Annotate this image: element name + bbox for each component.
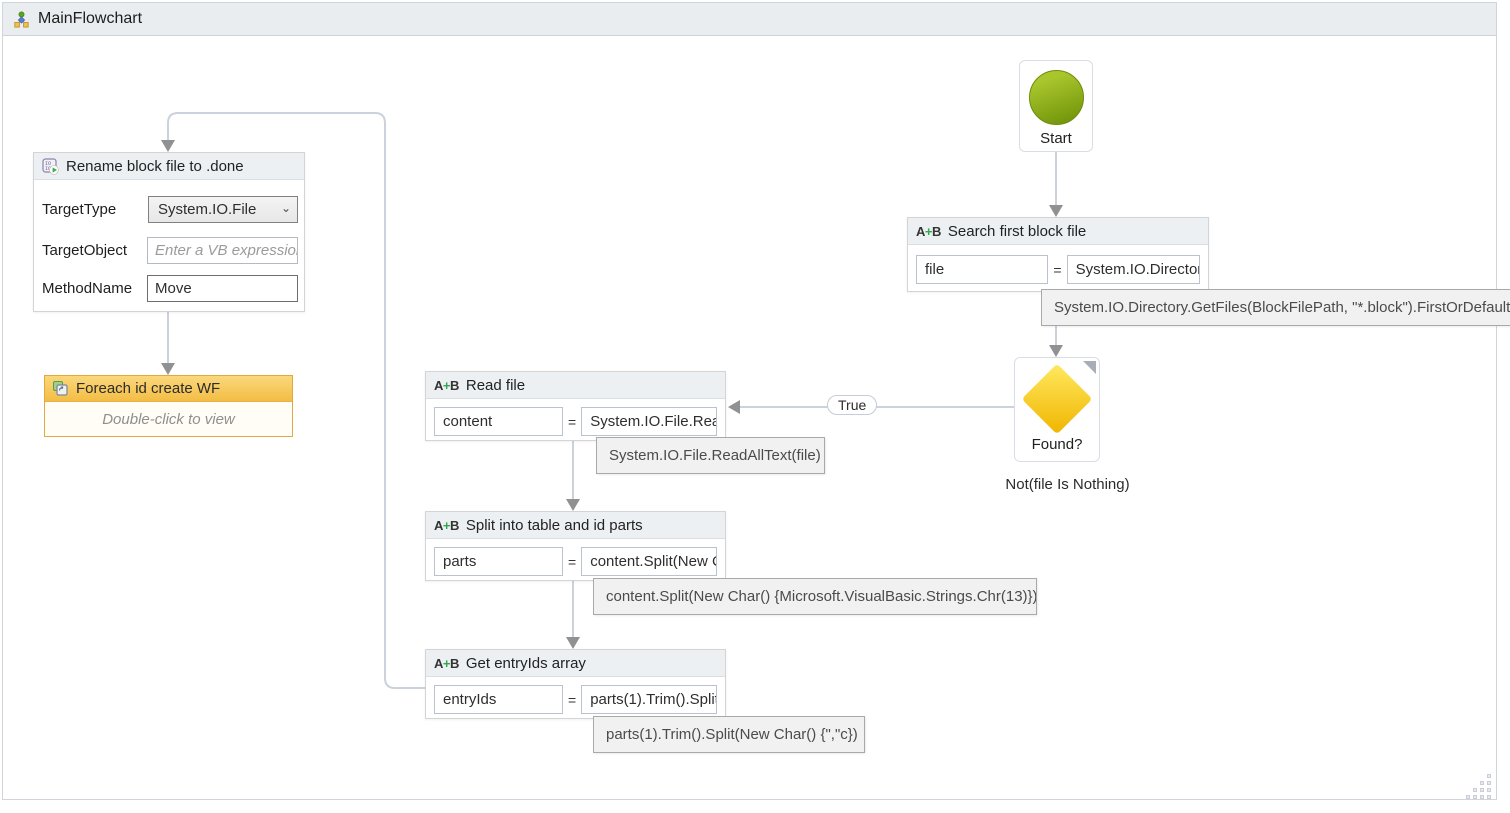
assign-icon: A+B [434,655,459,671]
tooltip-read-expression: System.IO.File.ReadAllText(file) [596,437,825,474]
activity-header: Foreach id create WF [45,376,292,402]
tooltip-split-expression: content.Split(New Char() {Microsoft.Visu… [593,578,1037,615]
corner-fold-icon [1083,361,1096,374]
assign-value-field[interactable]: content.Split(New Char() {Microsoft.Visu… [581,547,717,576]
target-type-label: TargetType [42,201,117,218]
assign-to-field[interactable]: file [916,255,1049,284]
method-name-field[interactable]: Move [147,275,298,302]
activity-title: Search first block file [947,222,1087,240]
page-title: MainFlowchart [38,10,143,27]
activity-foreach-id-create-wf[interactable]: Foreach id create WF Double-click to vie… [44,375,293,437]
equals-sign: = [1053,261,1062,278]
target-object-field[interactable]: Enter a VB expression [147,237,298,264]
equals-sign: = [568,553,577,570]
activity-search-first-block-file[interactable]: A+B Search first block file file = Syste… [907,217,1209,292]
invoke-method-icon: IO IO [42,157,59,175]
resize-grip[interactable] [1466,774,1493,801]
assign-value-field[interactable]: parts(1).Trim().Split(New Char() {","c}) [581,685,717,714]
decision-condition-text: Not(file Is Nothing) [1005,476,1130,493]
assign-to-field[interactable]: content [434,407,564,436]
assign-value-field[interactable]: System.IO.Directory.GetFiles(BlockFilePa… [1066,255,1200,284]
activity-split-into-parts[interactable]: A+B Split into table and id parts parts … [425,511,726,581]
tooltip-search-expression: System.IO.Directory.GetFiles(BlockFilePa… [1041,289,1510,326]
target-object-label: TargetObject [42,242,128,259]
start-circle-icon [1028,70,1084,125]
assign-icon: A+B [434,517,459,533]
activity-rename-block-file[interactable]: IO IO Rename block file to .done TargetT… [33,152,305,312]
method-name-value: Move [155,280,192,297]
method-name-label: MethodName [42,280,133,297]
activity-title: Foreach id create WF [76,380,221,397]
activity-title: Split into table and id parts [465,516,643,534]
activity-header: A+B Split into table and id parts [426,512,725,539]
activity-read-file[interactable]: A+B Read file content = System.IO.File.R… [425,371,726,441]
target-object-row: TargetObject Enter a VB expression [42,237,298,264]
assign-icon: A+B [434,377,459,393]
tooltip-getentry-expression: parts(1).Trim().Split(New Char() {","c}) [593,716,865,753]
target-type-value: System.IO.File [158,201,257,218]
flowchart-icon [14,10,29,27]
arrowheads [161,140,1063,649]
equals-sign: = [568,413,577,430]
activity-header: A+B Search first block file [908,218,1208,245]
method-name-row: MethodName Move [42,275,298,302]
activity-get-entryids-array[interactable]: A+B Get entryIds array entryIds = parts(… [425,649,726,719]
target-object-placeholder: Enter a VB expression [155,242,298,259]
decision-label: Found? [1031,436,1083,453]
activity-title: Get entryIds array [465,654,586,672]
activity-title: Rename block file to .done [66,157,244,175]
decision-diamond-icon [1021,363,1093,435]
assign-to-field[interactable]: entryIds [434,685,564,714]
connector-getentry-to-rename [167,112,425,689]
equals-sign: = [568,691,577,708]
start-label: Start [1040,130,1072,147]
activity-title: Read file [465,376,526,394]
invoke-workflow-icon [53,381,68,396]
assign-value-field[interactable]: System.IO.File.ReadAllText(file) [581,407,717,436]
activity-header: A+B Get entryIds array [426,650,725,677]
start-node[interactable]: Start [1019,60,1093,152]
flowchart-titlebar: MainFlowchart [3,3,1496,36]
activity-header: IO IO Rename block file to .done [34,153,304,180]
decision-found[interactable]: Found? [1014,357,1100,462]
target-type-row: TargetType System.IO.File ⌄ [42,196,298,223]
activity-header: A+B Read file [426,372,725,399]
chevron-down-icon: ⌄ [280,200,291,215]
target-type-dropdown[interactable]: System.IO.File ⌄ [148,196,298,223]
double-click-hint[interactable]: Double-click to view [102,410,235,428]
svg-text:IO: IO [45,161,51,167]
assign-to-field[interactable]: parts [434,547,564,576]
assign-icon: A+B [916,223,941,239]
true-branch-label: True [827,395,878,415]
svg-text:IO: IO [45,166,51,172]
